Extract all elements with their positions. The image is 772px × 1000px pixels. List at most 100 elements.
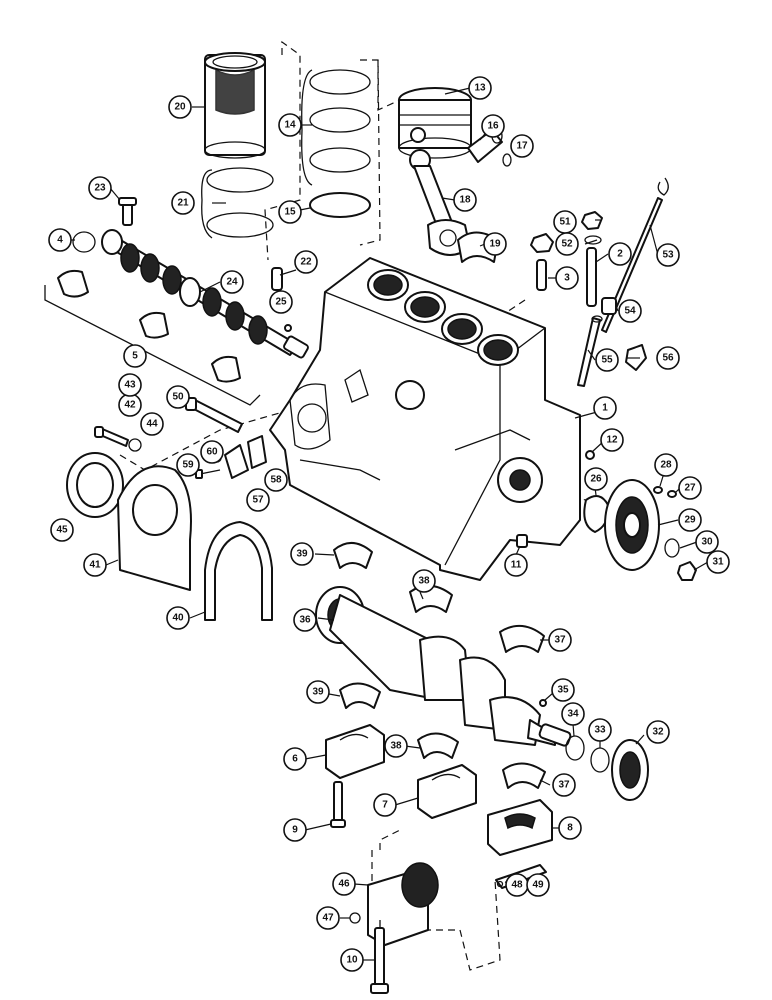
callout-number: 20 xyxy=(174,102,186,113)
callout-40: 40 xyxy=(166,606,190,630)
callout-37b: 37 xyxy=(552,773,576,797)
callout-number: 43 xyxy=(124,380,136,391)
main-bearing-cap-bolt xyxy=(330,781,346,828)
callout-number: 8 xyxy=(567,823,573,834)
callout-54: 54 xyxy=(618,299,642,323)
main-bearing-lower-center xyxy=(417,732,459,759)
callout-number: 15 xyxy=(284,207,296,218)
callout-55: 55 xyxy=(595,348,619,372)
callout-circle xyxy=(481,114,505,138)
idler-pin xyxy=(653,486,677,498)
callout-4: 4 xyxy=(48,228,72,252)
callout-25: 25 xyxy=(269,290,293,314)
callout-44: 44 xyxy=(140,412,164,436)
callout-circle xyxy=(294,250,318,274)
callout-15: 15 xyxy=(278,200,302,224)
cam-thrust-bolt xyxy=(185,397,243,433)
callout-number: 12 xyxy=(606,435,618,446)
callout-2: 2 xyxy=(608,242,632,266)
callout-number: 9 xyxy=(292,825,298,836)
callout-35: 35 xyxy=(551,678,575,702)
callout-circle xyxy=(278,200,302,224)
callout-number: 6 xyxy=(292,754,298,765)
front-oil-seal xyxy=(66,452,124,518)
callout-circle xyxy=(283,818,307,842)
callout-circle xyxy=(600,428,624,452)
callout-41: 41 xyxy=(83,553,107,577)
callout-number: 5 xyxy=(132,351,138,362)
callout-13: 13 xyxy=(468,76,492,100)
callout-number: 1 xyxy=(602,403,608,414)
callout-number: 40 xyxy=(172,613,184,624)
callout-circle xyxy=(593,396,617,420)
callout-number: 25 xyxy=(275,297,287,308)
callout-circle xyxy=(646,720,670,744)
idler-thrust-washer xyxy=(664,538,680,558)
callout-circle xyxy=(588,718,612,742)
callout-circle xyxy=(555,232,579,256)
callout-8: 8 xyxy=(558,816,582,840)
callout-number: 37 xyxy=(554,635,566,646)
callout-50: 50 xyxy=(166,385,190,409)
thrust-washer-34 xyxy=(565,735,585,761)
small-bolt-59 xyxy=(195,469,221,479)
callout-60: 60 xyxy=(200,440,224,464)
callout-5: 5 xyxy=(123,344,147,368)
callout-circle xyxy=(278,113,302,137)
callout-number: 48 xyxy=(511,880,523,891)
callout-circle xyxy=(290,542,314,566)
idler-nut xyxy=(677,561,697,581)
callout-30: 30 xyxy=(695,530,719,554)
callout-number: 45 xyxy=(56,525,68,536)
callout-circle xyxy=(695,530,719,554)
camshaft xyxy=(101,229,309,359)
callout-33: 33 xyxy=(588,718,612,742)
callout-31: 31 xyxy=(706,550,730,574)
callout-59: 59 xyxy=(176,453,200,477)
callout-number: 52 xyxy=(561,239,573,250)
crankshaft-plug xyxy=(539,699,547,707)
callout-circle xyxy=(678,476,702,500)
callout-28: 28 xyxy=(654,453,678,477)
main-bearing-cap-rear xyxy=(487,799,553,856)
callout-22: 22 xyxy=(294,250,318,274)
callout-9: 9 xyxy=(283,818,307,842)
callout-circle xyxy=(316,906,340,930)
callout-number: 38 xyxy=(418,576,430,587)
callout-37a: 37 xyxy=(548,628,572,652)
callout-number: 53 xyxy=(662,250,674,261)
callout-number: 21 xyxy=(177,198,189,209)
callout-circle xyxy=(293,608,317,632)
callout-48: 48 xyxy=(505,873,529,897)
callout-number: 60 xyxy=(206,447,218,458)
callout-58: 58 xyxy=(264,468,288,492)
callout-number: 34 xyxy=(567,709,579,720)
callout-36: 36 xyxy=(293,608,317,632)
bolt-23 xyxy=(118,197,137,226)
callout-1: 1 xyxy=(593,396,617,420)
thrust-washer-33 xyxy=(590,747,610,773)
callout-circle xyxy=(50,518,74,542)
idler-gear xyxy=(604,479,660,571)
callout-circle xyxy=(483,232,507,256)
callout-circle xyxy=(332,872,356,896)
callout-circle xyxy=(246,488,270,512)
callout-circle xyxy=(526,873,550,897)
callout-42: 42 xyxy=(118,393,142,417)
piston-rings xyxy=(301,69,371,218)
callout-circle xyxy=(340,948,364,972)
callout-number: 39 xyxy=(312,687,324,698)
cylinder-head-stud-short xyxy=(536,259,547,291)
callout-number: 37 xyxy=(558,780,570,791)
callout-circle xyxy=(269,290,293,314)
callout-number: 55 xyxy=(601,355,613,366)
callout-circle xyxy=(176,453,200,477)
callout-circle xyxy=(166,606,190,630)
callout-19: 19 xyxy=(483,232,507,256)
callout-49: 49 xyxy=(526,873,550,897)
callout-number: 4 xyxy=(57,235,63,246)
callout-number: 49 xyxy=(532,880,544,891)
thrust-plate xyxy=(224,444,249,479)
callout-circle xyxy=(118,373,142,397)
